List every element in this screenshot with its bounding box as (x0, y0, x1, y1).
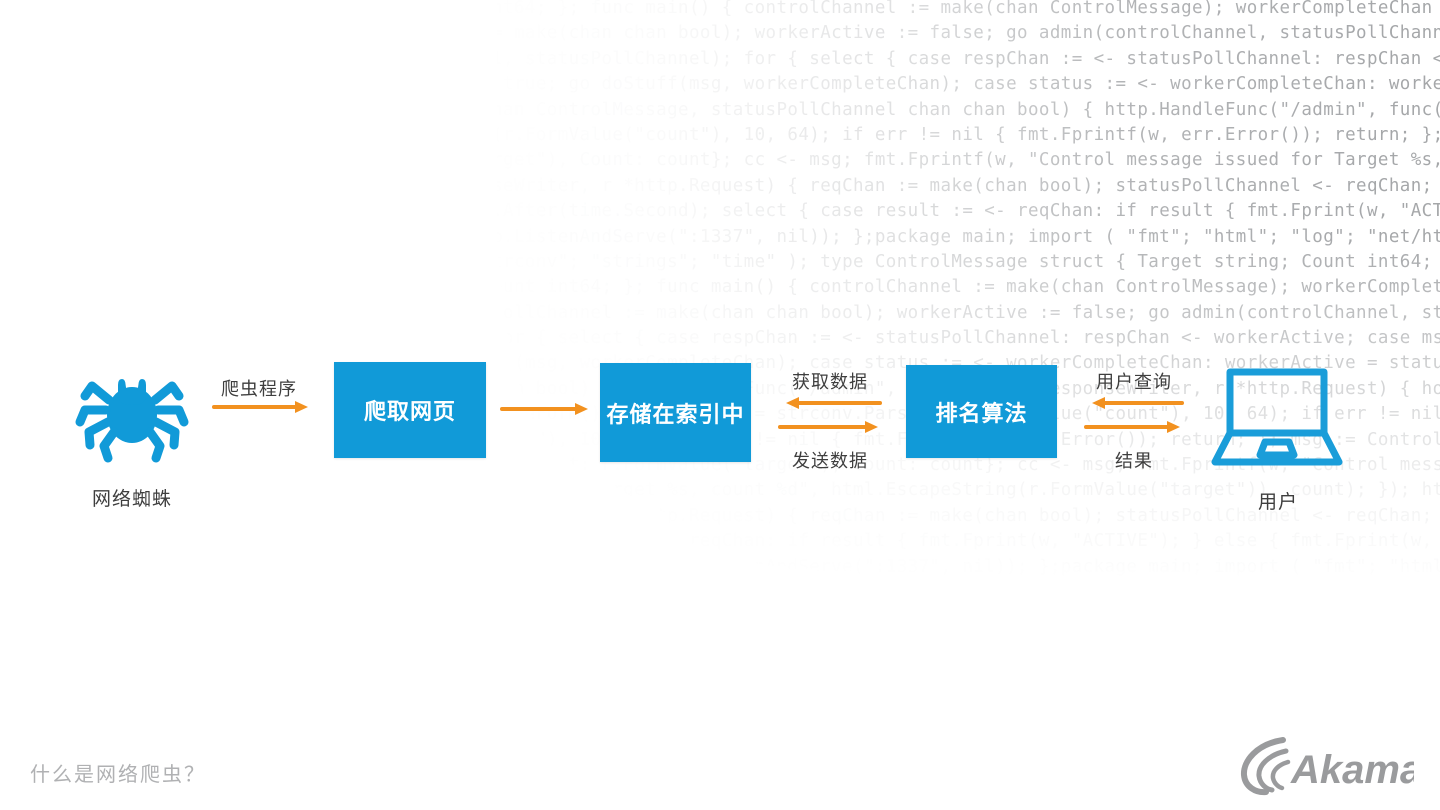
flow-box-crawl-web-page[interactable]: 爬取网页 (334, 362, 486, 458)
code-line: fmt.Fprint(w, "TIMEOUT"); } }); log.Fata… (0, 226, 1440, 247)
akamai-logo: Akamai (1239, 733, 1434, 797)
akamai-wordmark: Akamai (1290, 748, 1414, 792)
code-line: case msg := <- controlChannel: workerAct… (0, 74, 1440, 95)
code-line: go admin(controlChannel, statusPollChann… (0, 328, 1440, 349)
spider-icon (74, 352, 190, 468)
code-line: statusPollChannel <- reqChan; timeout :=… (0, 201, 1440, 222)
flow-box-ranking-algorithm[interactable]: 排名算法 (906, 365, 1057, 458)
code-line: type ControlMessage struct { Target stri… (0, 631, 1440, 636)
code-line: import ( "fmt"; "html"; "log"; "net/http… (0, 251, 1433, 272)
code-line: timeout := time.After(time.Second); sele… (0, 531, 1433, 552)
code-line: msg := ControlMessage{Target: r.FormValu… (0, 150, 1440, 171)
code-line: workerActive = status; } } }; func admin… (0, 99, 1440, 120)
code-line: tChan := make(chan bool); statusPollChan… (0, 23, 1440, 44)
arrow-left-fetch-data (778, 395, 882, 416)
code-line: type ControlMessage struct { Target stri… (0, 277, 1440, 298)
slide-caption: 什么是网络爬虫？ (30, 764, 206, 786)
code-line: };package main; import ( "fmt"; "html"; … (0, 607, 1440, 628)
arrow-right-result (1084, 419, 1184, 440)
arrow-left-user-query (1084, 395, 1184, 416)
edge-label-crawler-program: 爬虫程序 (221, 379, 297, 399)
spider-caption: 网络蜘蛛 (91, 489, 172, 510)
code-line: http.HandleFunc("/status", func(w http.R… (0, 175, 1433, 196)
user-caption: 用户 (1257, 492, 1298, 513)
flow-box-store-in-index[interactable]: 存储在索引中 (600, 363, 751, 462)
edge-label-result: 结果 (1115, 451, 1153, 471)
background-code-watermark: ontrolMessage struct { Target string; Co… (0, 0, 1440, 636)
edge-label-send-data: 发送数据 (792, 451, 868, 471)
code-line: case <- timeout: fmt.Fprint(w, "TIMEOUT"… (0, 556, 1440, 577)
arrow-right-send-data (778, 419, 882, 440)
code-line: workerActive := false; go admin(controlC… (0, 48, 1440, 69)
edge-label-fetch-data: 获取数据 (792, 372, 868, 392)
laptop-icon (1209, 366, 1345, 472)
arrow-right-crawl-to-index (500, 401, 592, 422)
code-line: r.ParseForm(); count, err := strconv.Par… (0, 124, 1440, 145)
code-line: workerCompleteChan := make(chan bool); s… (0, 302, 1440, 323)
code-line: log.Fatal(http.ListenAndServe(":1337", n… (0, 581, 1433, 602)
code-line: ontrolMessage struct { Target string; Co… (0, 0, 1433, 18)
edge-label-user-query: 用户查询 (1096, 372, 1172, 392)
arrow-right-crawler-program (212, 399, 312, 420)
